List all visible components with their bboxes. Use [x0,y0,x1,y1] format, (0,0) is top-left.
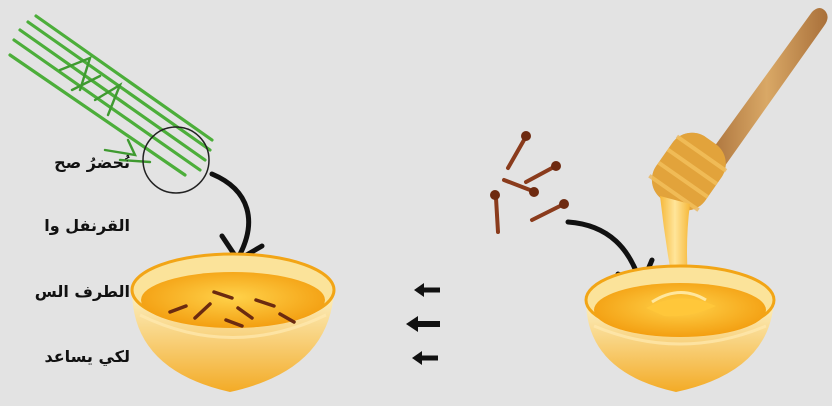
caption-line-2: القرنفل وا [44,216,130,235]
caption-line-4: لكي يساعد [44,347,130,366]
instruction-captions: نُحضرُ صح القرنفل وا الطرف الس لكي يساعد [0,0,130,406]
caption-line-3: الطرف الس [35,282,130,301]
magnifier-circle-icon [143,127,209,193]
clove-buds-icon [490,131,569,232]
left-arrows-icon [406,283,440,365]
honey-bowl-icon [586,266,774,392]
honey-dipper-icon [642,8,827,300]
caption-line-1: نُحضرُ صح [54,153,130,172]
honey-bowl-with-cloves-icon [132,254,334,392]
curved-arrow-left-icon [212,174,262,260]
